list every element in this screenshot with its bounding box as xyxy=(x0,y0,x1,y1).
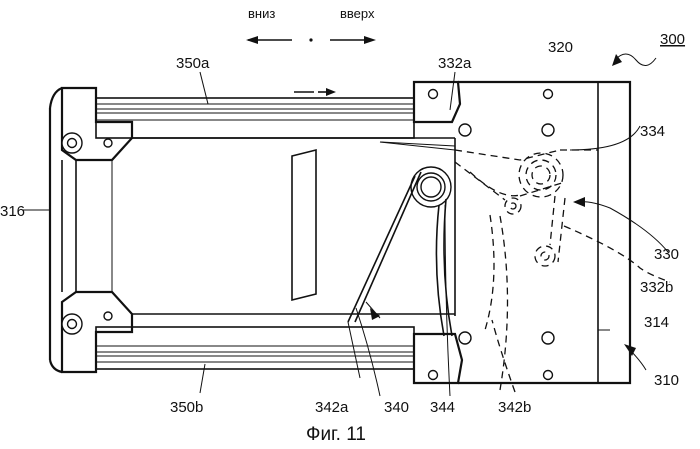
carriage xyxy=(132,138,455,316)
label-300: 300 xyxy=(660,31,685,48)
label-330: 330 xyxy=(654,246,679,263)
plate-320 xyxy=(414,82,630,383)
label-344: 344 xyxy=(430,399,455,416)
spring-340 xyxy=(348,142,455,336)
direction-down-label: вниз xyxy=(248,6,275,21)
label-340: 340 xyxy=(384,399,409,416)
leader-lines xyxy=(22,54,670,396)
label-334: 334 xyxy=(640,123,665,140)
label-316: 316 xyxy=(0,203,25,220)
label-342a: 342a xyxy=(315,399,349,416)
label-350a: 350a xyxy=(176,55,210,72)
reference-labels: вниз вверх 300 320 332a 350a 334 316 330… xyxy=(0,6,685,445)
upper-rail-350a xyxy=(96,98,414,138)
direction-up-label: вверх xyxy=(340,6,375,21)
lower-rail-350b xyxy=(96,327,414,369)
hidden-mechanism-330 xyxy=(455,150,598,390)
label-332b: 332b xyxy=(640,279,673,296)
figure-caption: Фиг. 11 xyxy=(306,424,366,445)
label-320: 320 xyxy=(548,39,573,56)
left-frame-316 xyxy=(50,88,132,372)
direction-arrows xyxy=(246,36,376,96)
label-332a: 332a xyxy=(438,55,472,72)
label-314: 314 xyxy=(644,314,669,331)
label-342b: 342b xyxy=(498,399,531,416)
label-350b: 350b xyxy=(170,399,203,416)
label-310: 310 xyxy=(654,372,679,389)
